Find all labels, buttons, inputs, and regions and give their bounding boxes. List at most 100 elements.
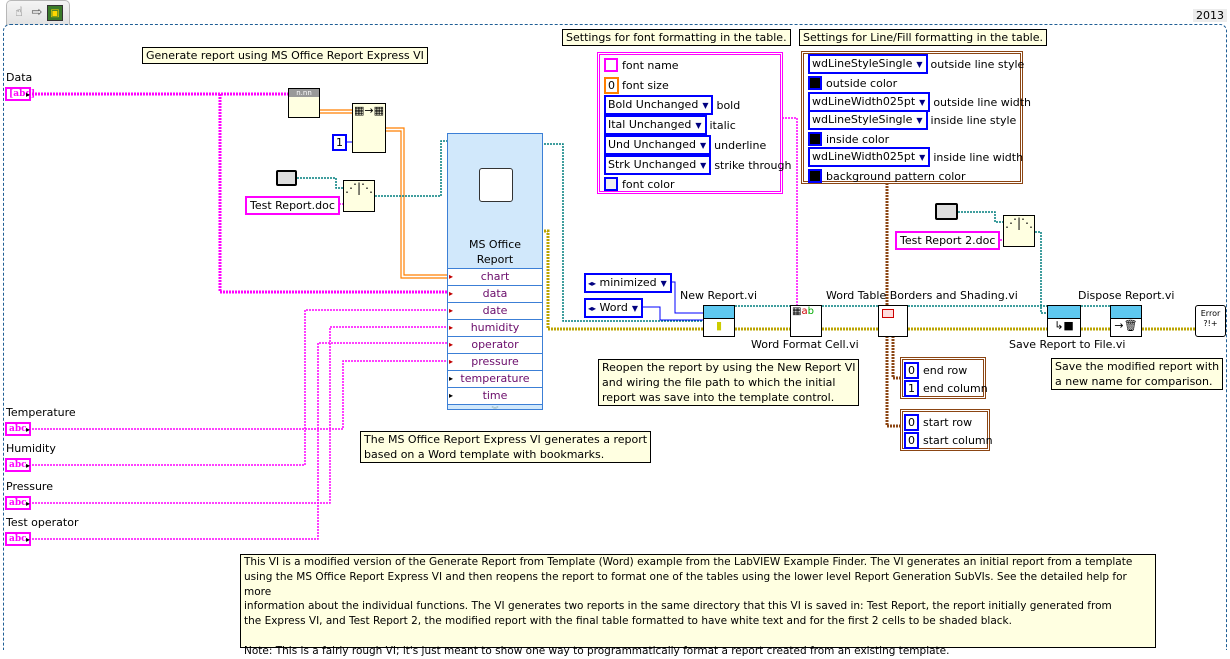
- inside-line-style-label: inside line style: [930, 113, 1017, 127]
- run-arrow-icon[interactable]: ⇨: [31, 5, 43, 20]
- default-directory-icon[interactable]: [276, 170, 297, 186]
- index-constant[interactable]: 1: [332, 134, 347, 151]
- end-row-label: end row: [923, 363, 968, 377]
- filename-constant[interactable]: Test Report.doc: [245, 196, 340, 215]
- dropdown-arrow-icon: ▼: [919, 153, 926, 162]
- inside-line-style-select[interactable]: wdLineStyleSingle▼: [808, 110, 928, 130]
- title-line: MS Office: [468, 238, 522, 251]
- start-row-field[interactable]: 0: [904, 413, 919, 431]
- ms-office-report-express-vi[interactable]: MS Office Report chart data date humidit…: [447, 133, 543, 414]
- background-pattern-color-label: background pattern color: [826, 169, 966, 183]
- version-label: 2013: [1193, 9, 1227, 22]
- font-name-label: font name: [622, 58, 679, 72]
- save-report-to-file-vi[interactable]: ↳■: [1047, 305, 1081, 337]
- table-icon: [882, 309, 894, 318]
- window-state-enum[interactable]: ◂▸ minimized▼: [584, 273, 672, 293]
- dropdown-arrow-icon: ▼: [919, 98, 926, 107]
- outside-line-style-select[interactable]: wdLineStyleSingle▼: [808, 54, 928, 74]
- terminal-temperature[interactable]: temperature: [448, 370, 542, 388]
- new-report-vi[interactable]: ▮: [703, 305, 735, 337]
- wire-font-cluster: [782, 117, 798, 305]
- report-header-icon: [1111, 306, 1141, 319]
- default-directory-icon[interactable]: [935, 203, 958, 220]
- vi-icon[interactable]: ▣: [47, 5, 63, 21]
- report-header-icon: [704, 306, 734, 319]
- dispose-report-vi[interactable]: →🗑: [1110, 305, 1142, 337]
- comment-line-settings: Settings for Line/Fill formatting in the…: [799, 29, 1048, 46]
- outside-line-width-select[interactable]: wdLineWidth025pt▼: [808, 92, 931, 112]
- start-cell-cluster: 0 start row 0 start column: [900, 409, 993, 451]
- spreadsheet-string-to-array-node[interactable]: n.nn: [288, 88, 320, 118]
- end-row-field[interactable]: 0: [904, 361, 919, 379]
- end-cell-cluster: 0 end row 1 end column: [900, 357, 988, 399]
- outside-color-swatch[interactable]: [808, 76, 822, 90]
- terminal-time[interactable]: time: [448, 387, 542, 405]
- pressure-terminal[interactable]: abc: [5, 496, 31, 510]
- wire-pressure: [32, 326, 447, 504]
- wire-data-branch: [218, 94, 447, 294]
- build-path-icon: ⋰|⋱: [344, 181, 374, 195]
- block-diagram-frame: [3, 24, 1227, 650]
- expand-chevron-icon[interactable]: ︾: [448, 404, 542, 415]
- test-operator-terminal[interactable]: abc: [5, 532, 31, 546]
- word-format-cell-label: Word Format Cell.vi: [751, 338, 859, 351]
- temperature-terminal[interactable]: abc: [5, 422, 31, 436]
- build-path-node-2[interactable]: ⋰|⋱: [1003, 215, 1035, 247]
- simple-error-handler-vi[interactable]: Error ?!+: [1195, 305, 1226, 337]
- diagram-toolbar: ☝ ⇨ ▣: [6, 0, 70, 25]
- background-pattern-color-swatch[interactable]: [808, 169, 822, 183]
- wire-temperature: [32, 360, 447, 430]
- bold-select[interactable]: Bold Unchanged▼: [604, 95, 714, 115]
- start-column-field[interactable]: 0: [904, 431, 919, 449]
- pressure-label: Pressure: [6, 480, 53, 493]
- font-size-label: font size: [622, 78, 669, 92]
- comment-express-desc: The MS Office Report Express VI generate…: [360, 431, 652, 463]
- terminal-data[interactable]: data: [448, 285, 542, 303]
- font-color-swatch[interactable]: [604, 177, 618, 191]
- build-path-node[interactable]: ⋰|⋱: [343, 180, 375, 212]
- report-printer-icon: [479, 168, 513, 202]
- font-name-field[interactable]: [604, 58, 618, 72]
- start-column-label: start column: [923, 433, 993, 447]
- enum-increment-icon: ◂▸: [588, 304, 597, 313]
- underline-select[interactable]: Und Unchanged▼: [604, 135, 712, 155]
- word-table-borders-vi[interactable]: [878, 305, 908, 337]
- outside-line-style-label: outside line style: [930, 57, 1025, 71]
- inside-color-swatch[interactable]: [808, 132, 822, 146]
- terminal-humidity[interactable]: humidity: [448, 319, 542, 337]
- outside-line-width-label: outside line width: [933, 95, 1032, 109]
- operate-hand-icon[interactable]: ☝: [15, 5, 23, 20]
- terminal-operator[interactable]: operator: [448, 336, 542, 354]
- report-type-enum[interactable]: ◂▸ Word▼: [584, 298, 643, 318]
- filename2-constant[interactable]: Test Report 2.doc: [895, 231, 1001, 250]
- table-text-icon: ▦ab: [792, 306, 814, 317]
- comment-line: report was save into the template contro…: [602, 391, 835, 404]
- underline-label: underline: [714, 138, 767, 152]
- report-header-icon: [1048, 306, 1080, 319]
- outside-line-width-value: wdLineWidth025pt: [812, 95, 916, 108]
- delete-from-array-node[interactable]: ▦→▦: [352, 103, 386, 153]
- new-report-label: New Report.vi: [680, 289, 758, 302]
- end-column-field[interactable]: 1: [904, 379, 919, 397]
- error-icon: Error ?!+: [1200, 309, 1221, 328]
- italic-value: Ital Unchanged: [608, 118, 692, 131]
- font-size-field[interactable]: 0: [604, 76, 619, 94]
- terminal-chart[interactable]: chart: [448, 268, 542, 286]
- word-format-cell-vi[interactable]: ▦ab: [790, 305, 822, 337]
- italic-label: italic: [709, 118, 736, 132]
- dropdown-arrow-icon: ▼: [631, 304, 638, 313]
- humidity-terminal[interactable]: abc: [5, 458, 31, 472]
- underline-value: Und Unchanged: [608, 138, 696, 151]
- window-state-value: minimized: [599, 276, 657, 289]
- italic-select[interactable]: Ital Unchanged▼: [604, 115, 707, 135]
- data-terminal[interactable]: [abc]: [5, 87, 35, 101]
- comment-generate: Generate report using MS Office Report E…: [142, 47, 428, 64]
- strike-select[interactable]: Strk Unchanged▼: [604, 155, 712, 175]
- comment-line: Reopen the report by using the New Repor…: [602, 361, 856, 374]
- trash-icon: →🗑: [1114, 319, 1138, 332]
- dropdown-arrow-icon: ▼: [916, 116, 923, 125]
- terminal-pressure[interactable]: pressure: [448, 353, 542, 371]
- inside-line-width-value: wdLineWidth025pt: [812, 150, 916, 163]
- inside-line-width-select[interactable]: wdLineWidth025pt▼: [808, 147, 931, 167]
- terminal-date[interactable]: date: [448, 302, 542, 320]
